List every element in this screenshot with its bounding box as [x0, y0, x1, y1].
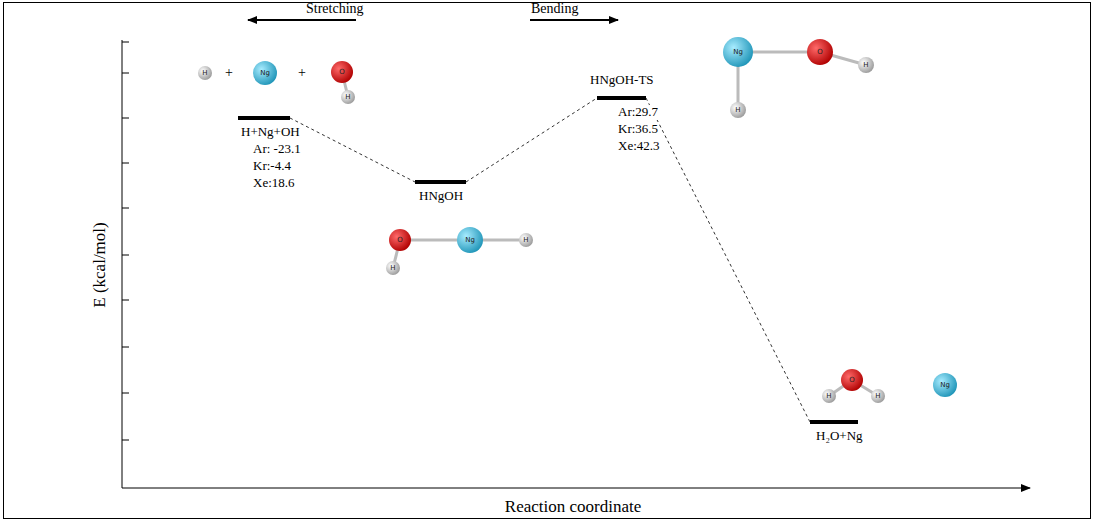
energy-level: H₂O+Ng [810, 420, 858, 424]
atom-label: H [863, 61, 868, 69]
energy-value: Ar:29.7 [617, 105, 659, 120]
atom-label: O [339, 68, 345, 76]
energy-value: Xe:18.6 [252, 176, 296, 191]
atom-label: H [826, 392, 831, 400]
dashed-connector [466, 98, 597, 182]
atom-label: Ng [940, 381, 950, 389]
plus-sign: + [298, 65, 306, 81]
species-label: H+Ng+OH [240, 125, 301, 140]
atom-label: Ng [733, 48, 743, 56]
atom-label: Ng [465, 236, 475, 244]
atom-label: H [735, 106, 740, 114]
energy-level: H+Ng+OHAr: -23.1Kr:-4.4Xe:18.6 [238, 116, 290, 120]
dashed-connector [290, 118, 415, 182]
species-label: HNgOH-TS [589, 73, 655, 88]
atom-label: O [397, 236, 403, 244]
atom-label: Ng [260, 69, 270, 77]
atom-label: O [817, 48, 823, 56]
axis-label: Reaction coordinate [505, 497, 641, 517]
direction-label: Bending [531, 1, 578, 17]
energy-value: Ar: -23.1 [252, 142, 302, 157]
axis-label: E (kcal/mol) [90, 222, 110, 307]
energy-level: HNgOH [415, 180, 466, 184]
species-label: H₂O+Ng [815, 429, 864, 444]
plus-sign: + [225, 65, 233, 81]
direction-label: Stretching [306, 1, 364, 17]
dashed-connector [646, 98, 810, 422]
atom-label: O [849, 376, 855, 384]
atom-label: H [523, 236, 528, 244]
energy-value: Kr:36.5 [617, 122, 659, 137]
energy-value: Kr:-4.4 [252, 159, 292, 174]
atom-label: H [875, 392, 880, 400]
energy-level: HNgOH-TSAr:29.7Kr:36.5Xe:42.3 [597, 96, 646, 100]
atom-label: H [202, 69, 207, 77]
species-label: HNgOH [418, 189, 464, 204]
atom-label: H [390, 264, 395, 272]
energy-value: Xe:42.3 [617, 139, 661, 154]
atom-label: H [345, 93, 350, 101]
